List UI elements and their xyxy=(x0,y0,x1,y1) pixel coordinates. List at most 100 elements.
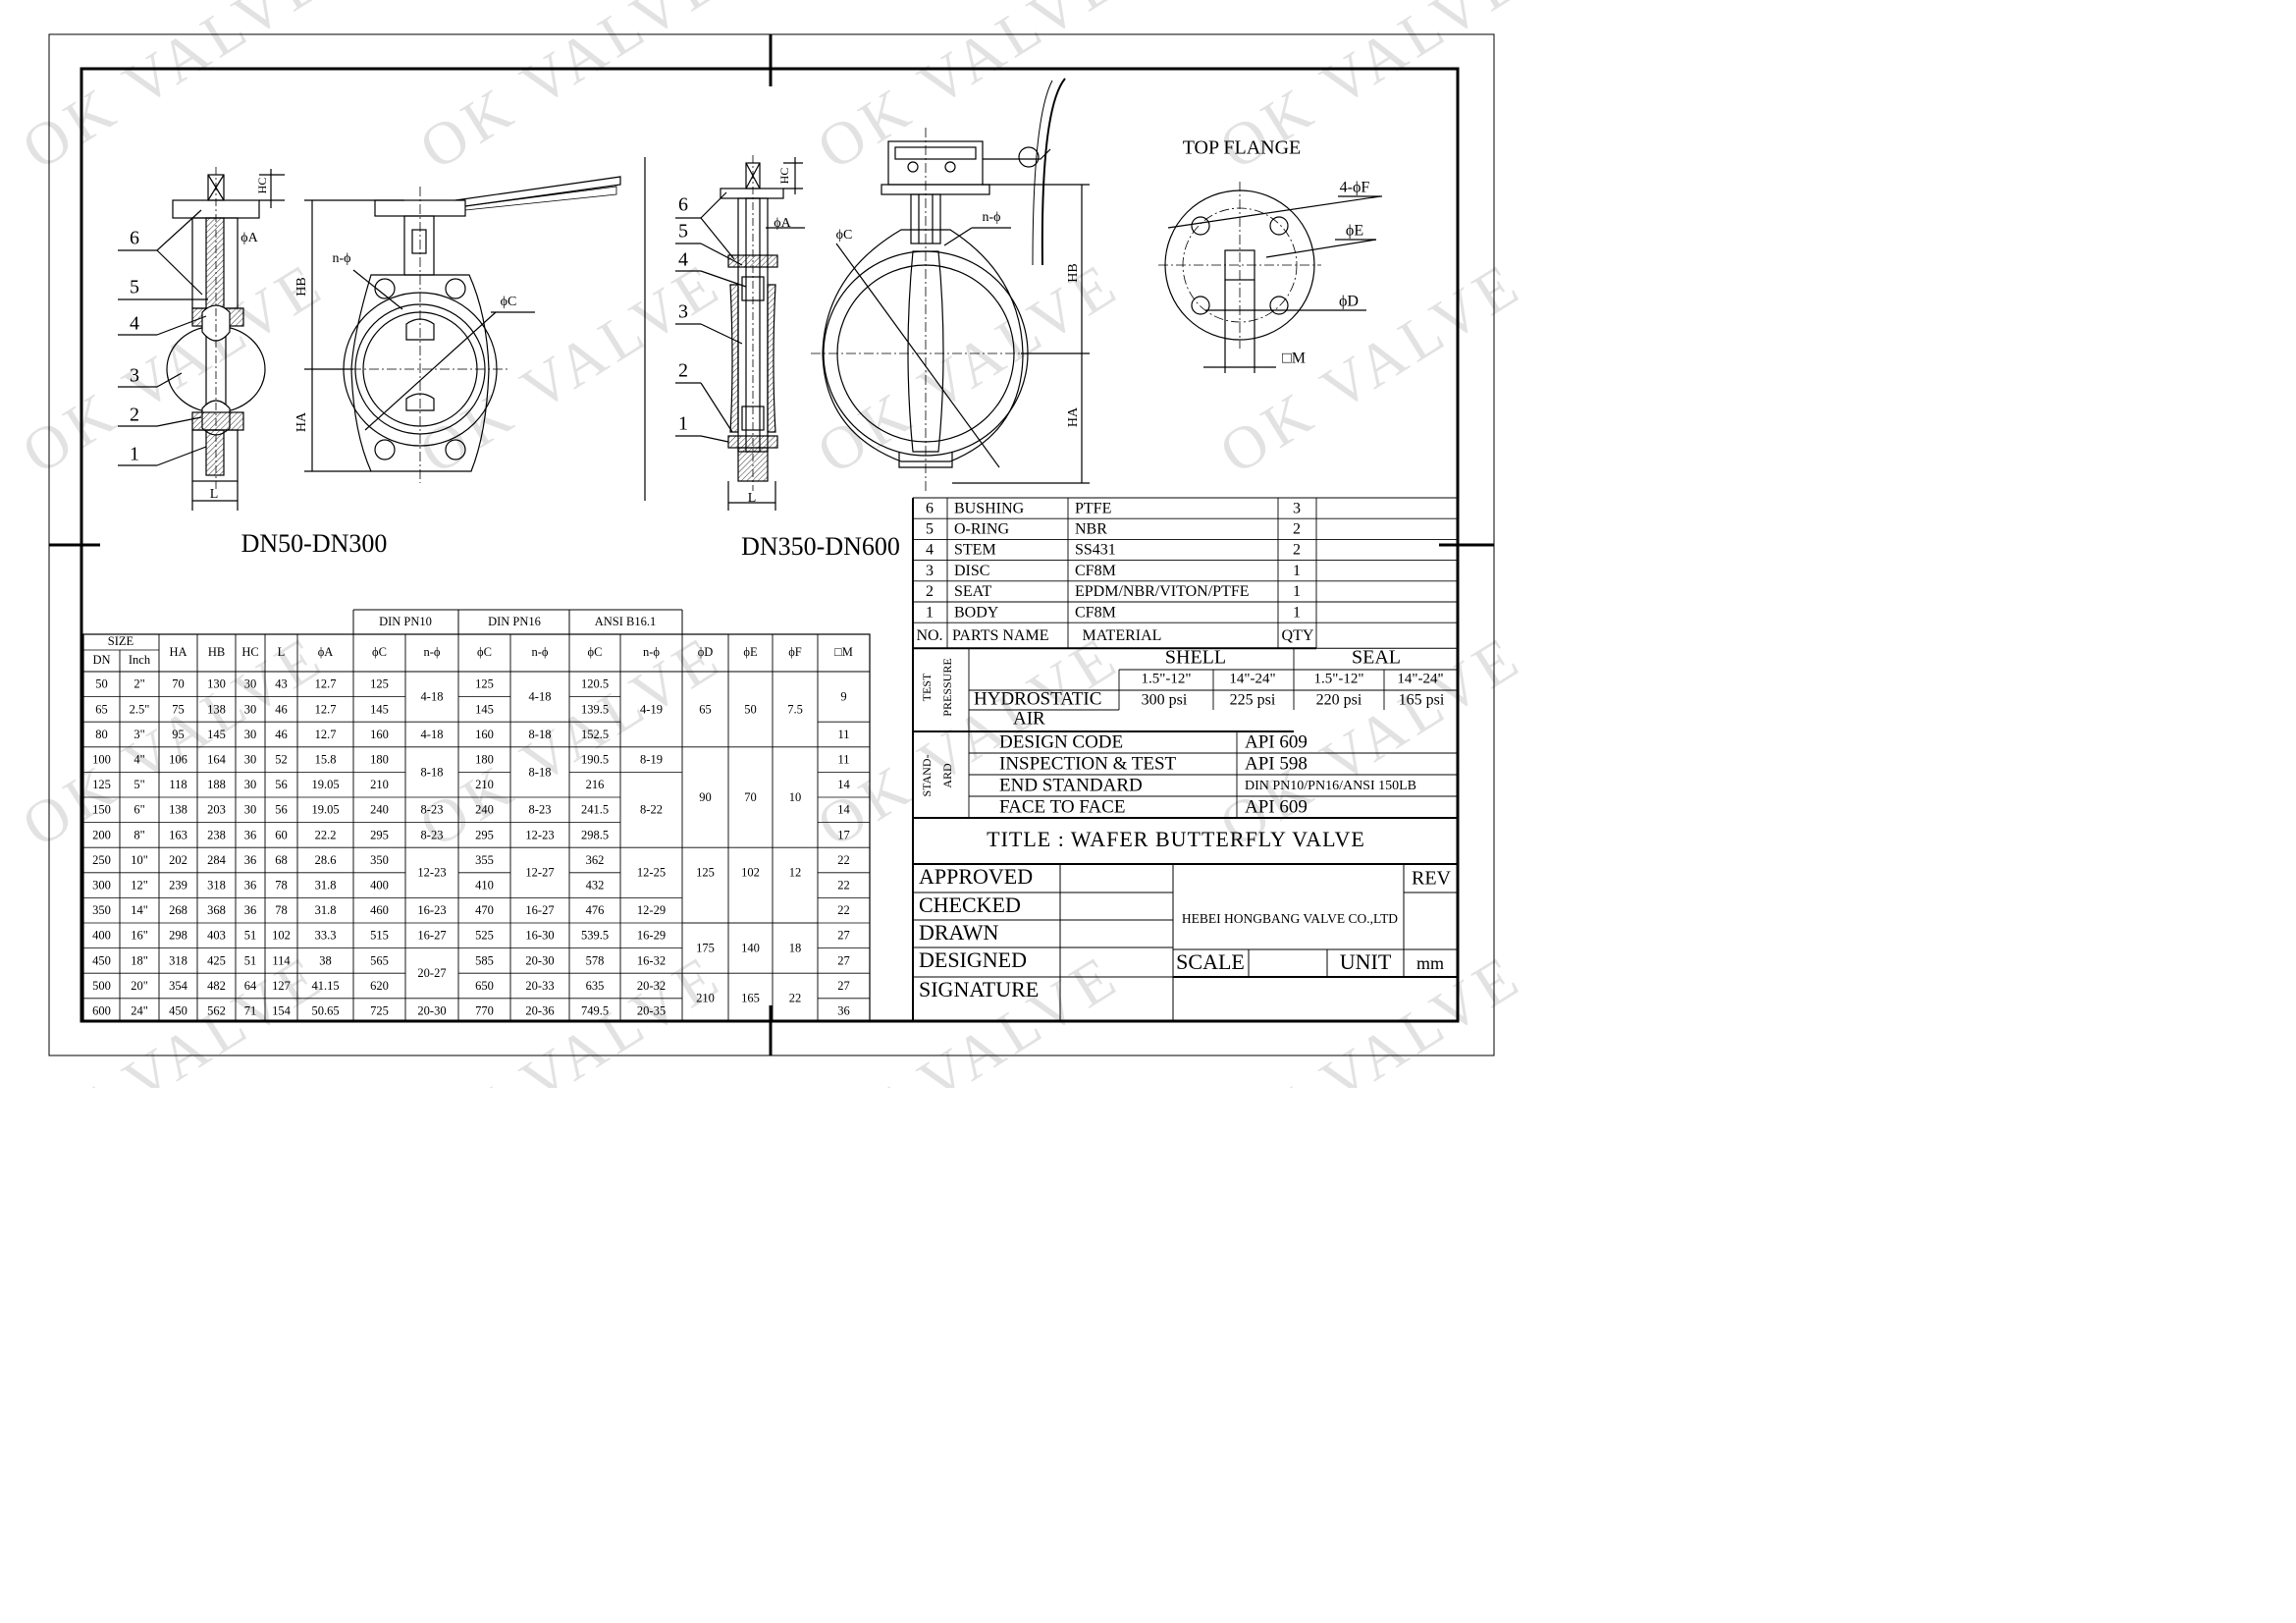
table-cell: 100 xyxy=(92,752,111,766)
callout-number: 4 xyxy=(678,249,688,271)
watermark-text: OK VALVE xyxy=(408,0,733,183)
table-cell: 20-33 xyxy=(525,979,554,993)
part-number: 3 xyxy=(926,563,934,579)
table-cell: 11 xyxy=(837,728,849,741)
table-cell: 400 xyxy=(370,878,389,892)
table-cell: 60 xyxy=(275,828,288,841)
size-header: SIZE xyxy=(108,634,134,648)
watermark-text: OK VALVE xyxy=(806,249,1131,487)
table-cell: 65 xyxy=(699,702,712,716)
table-cell: 190.5 xyxy=(581,752,609,766)
table-cell: 120.5 xyxy=(581,677,609,691)
part-material: CF8M xyxy=(1075,563,1116,579)
table-cell: 64 xyxy=(244,979,257,993)
signature-row-label: DESIGNED xyxy=(919,947,1027,972)
table-cell: 210 xyxy=(370,778,389,791)
table-cell: 46 xyxy=(275,702,288,716)
table-cell: 65 xyxy=(95,702,108,716)
callout-number: 6 xyxy=(678,194,688,216)
watermark-text: OK VALVE xyxy=(1208,249,1533,487)
table-cell: 8" xyxy=(133,828,144,841)
table-cell: 20" xyxy=(131,979,148,993)
table-cell: 3" xyxy=(133,728,144,741)
table-cell: 770 xyxy=(475,1003,494,1017)
table-cell: 578 xyxy=(586,953,605,967)
dim-n-phi: n-ϕ xyxy=(332,251,350,266)
table-cell: 425 xyxy=(207,953,226,967)
table-cell: 30 xyxy=(244,677,257,691)
part-qty: 1 xyxy=(1293,563,1301,579)
table-cell: 8-18 xyxy=(529,765,552,779)
table-cell: 250 xyxy=(92,853,111,867)
column-header: ϕC xyxy=(372,645,387,659)
table-cell: 71 xyxy=(244,1003,257,1017)
table-cell: 476 xyxy=(586,903,605,917)
part-qty: 1 xyxy=(1293,583,1301,600)
signature-row-label: APPROVED xyxy=(919,864,1033,889)
part-name: BODY xyxy=(954,604,999,621)
table-cell: 36 xyxy=(244,878,257,892)
dim-phi-d: ϕD xyxy=(1339,294,1359,310)
column-header: ϕA xyxy=(318,645,334,659)
table-cell: 27 xyxy=(837,929,850,943)
table-cell: 268 xyxy=(169,903,187,917)
column-header: □M xyxy=(834,645,853,659)
table-cell: 125 xyxy=(92,778,111,791)
scale-label: SCALE xyxy=(1176,949,1245,974)
table-cell: 20-27 xyxy=(417,966,446,980)
table-cell: 362 xyxy=(586,853,605,867)
table-cell: 152.5 xyxy=(581,728,609,741)
table-cell: 202 xyxy=(169,853,187,867)
table-cell: 24" xyxy=(131,1003,148,1017)
table-cell: 118 xyxy=(169,778,187,791)
large-range-label: DN350-DN600 xyxy=(741,532,900,561)
table-cell: 238 xyxy=(207,828,226,841)
table-cell: 20-30 xyxy=(417,1003,446,1017)
table-cell: 18" xyxy=(131,953,148,967)
table-cell: 300 xyxy=(92,878,111,892)
small-valve-front-view xyxy=(304,176,621,483)
dim-phi-a: ϕA xyxy=(774,216,791,231)
part-qty: 1 xyxy=(1293,604,1301,621)
seal-pressure-1: 220 psi xyxy=(1316,692,1362,709)
part-number: 5 xyxy=(926,520,934,537)
table-cell: 16-27 xyxy=(417,929,446,943)
dim-hc: HC xyxy=(255,178,269,194)
standard-row-value: API 609 xyxy=(1245,731,1308,752)
table-cell: 160 xyxy=(475,728,494,741)
table-cell: 585 xyxy=(475,953,494,967)
table-cell: 2" xyxy=(133,677,144,691)
column-header: ϕD xyxy=(698,645,714,659)
table-cell: 154 xyxy=(272,1003,292,1017)
large-valve-front-view xyxy=(811,78,1090,491)
part-name: SEAT xyxy=(954,583,991,600)
table-cell: 33.3 xyxy=(315,929,337,943)
table-cell: 22 xyxy=(837,878,850,892)
standard-label: ARD xyxy=(940,763,954,788)
table-cell: 318 xyxy=(169,953,187,967)
column-header: n-ϕ xyxy=(532,645,549,659)
table-cell: 4-18 xyxy=(421,689,444,703)
table-cell: 20-30 xyxy=(525,953,554,967)
unit-label: UNIT xyxy=(1340,949,1392,974)
table-cell: 30 xyxy=(244,702,257,716)
table-cell: 203 xyxy=(207,803,226,817)
table-cell: 175 xyxy=(696,941,715,954)
table-cell: 30 xyxy=(244,752,257,766)
top-flange-view xyxy=(1158,182,1382,373)
drawing-title: TITLE : WAFER BUTTERFLY VALVE xyxy=(987,827,1365,851)
table-cell: 11 xyxy=(837,752,849,766)
table-cell: 17 xyxy=(837,828,850,841)
table-cell: 241.5 xyxy=(581,803,609,817)
callout-number: 5 xyxy=(130,277,139,298)
callout-number: 5 xyxy=(678,221,688,243)
table-cell: 350 xyxy=(92,903,111,917)
column-header: HA xyxy=(169,645,187,659)
table-cell: 400 xyxy=(92,929,111,943)
table-cell: 12-23 xyxy=(525,828,554,841)
top-flange-title: TOP FLANGE xyxy=(1183,137,1302,159)
table-cell: 164 xyxy=(207,752,227,766)
table-cell: 27 xyxy=(837,953,850,967)
